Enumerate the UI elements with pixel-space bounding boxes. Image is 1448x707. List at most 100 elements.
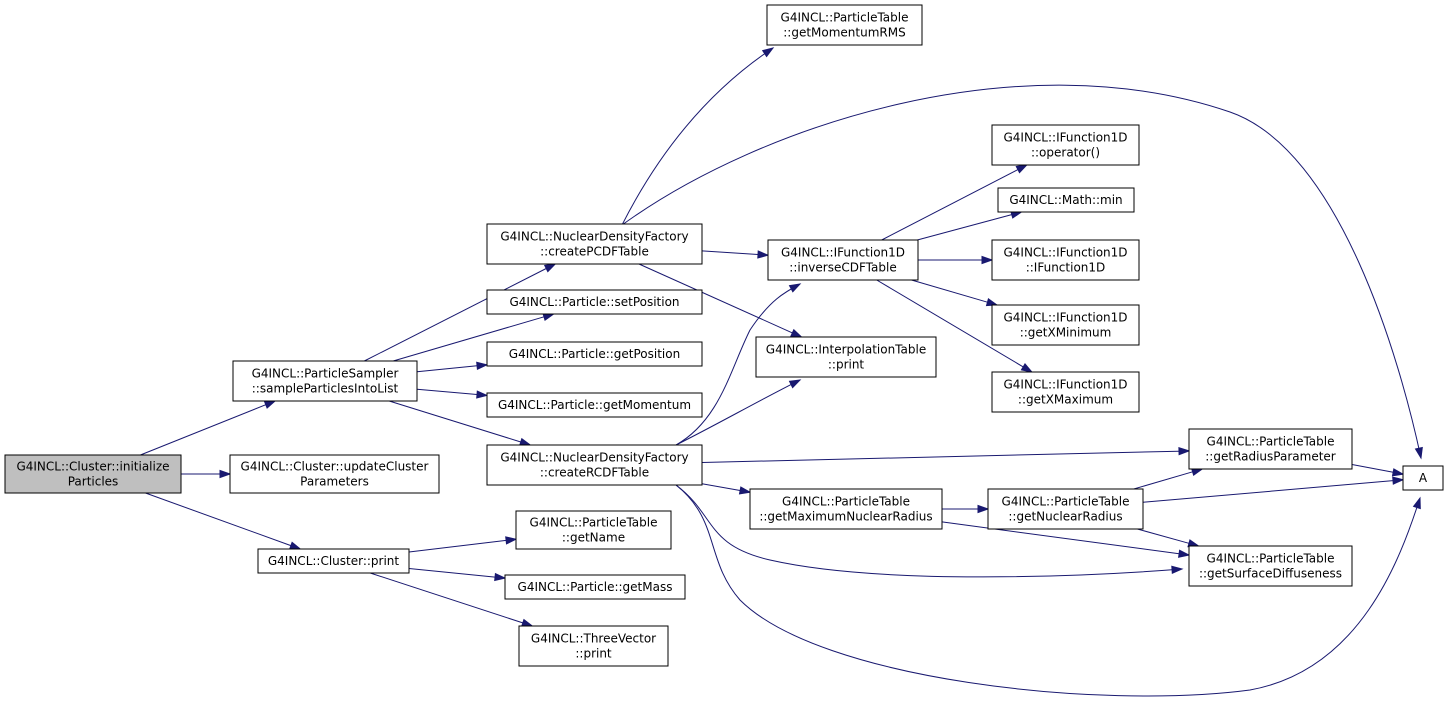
edge-arrowhead [977, 504, 990, 514]
edge-line [675, 484, 1183, 578]
edge-line [701, 483, 741, 491]
node-three-vector-print[interactable]: G4INCL::ThreeVector::print [518, 625, 669, 667]
node-particle-table-get-momentum-rms[interactable]: G4INCL::ParticleTable::getMomentumRMS [766, 4, 923, 46]
node-label-line: ::createPCDFTable [540, 245, 649, 259]
edge-line [876, 279, 1024, 368]
node-particle-table-get-name[interactable]: G4INCL::ParticleTable::getName [515, 510, 672, 550]
edge-inverse-cdf-to-get-x-min [911, 279, 999, 307]
node-particle-get-position[interactable]: G4INCL::Particle::getPosition [486, 341, 703, 367]
edge-inverse-cdf-to-get-x-max [876, 279, 1034, 373]
node-nuclear-density-factory-create-pcdf-table[interactable]: G4INCL::NuclearDensityFactory::createPCD… [486, 223, 703, 265]
edge-sampler-to-pcdf [364, 263, 557, 362]
node-box [257, 548, 410, 574]
edge-sampler-to-rcdf [389, 400, 532, 446]
node-label-line: G4INCL::Cluster::updateCluster [241, 460, 429, 474]
edge-line [701, 250, 759, 255]
node-ifunction1d-inverse-cdf-table[interactable]: G4INCL::IFunction1D::inverseCDFTable [767, 239, 919, 281]
node-interpolation-table-print[interactable]: G4INCL::InterpolationTable::print [755, 336, 937, 378]
edge-line [701, 450, 1180, 463]
edge-arrowhead [263, 400, 277, 409]
edge-arrowhead [981, 255, 994, 265]
edge-arrowhead [790, 328, 803, 338]
node-ifunction1d-get-x-minimum[interactable]: G4INCL::IFunction1D::getXMinimum [991, 304, 1140, 346]
node-box [767, 239, 919, 281]
edge-line [911, 279, 988, 303]
edge-arrowhead [1392, 476, 1405, 485]
edge-max-nuclear-radius-to-surface-diff [941, 521, 1191, 558]
node-particle-get-mass[interactable]: G4INCL::Particle::getMass [504, 574, 686, 600]
edge-arrowhead [1178, 447, 1191, 456]
node-label-line: ::print [575, 647, 612, 661]
node-label-line: G4INCL::ParticleTable [1207, 552, 1335, 566]
edge-arrowhead [1178, 549, 1191, 558]
node-box [987, 488, 1144, 530]
edge-pcdf-to-inverse-cdf [701, 250, 770, 259]
node-ifunction1d-operator[interactable]: G4INCL::IFunction1D::operator() [991, 124, 1140, 166]
edge-line [675, 484, 1421, 697]
edge-line [140, 404, 266, 456]
nodes: G4INCL::Cluster::initializeParticlesG4IN… [4, 4, 1444, 667]
edge-max-nuclear-radius-to-nuclear-radius [942, 504, 990, 514]
node-math-min[interactable]: G4INCL::Math::min [997, 187, 1135, 213]
node-particle-table-get-nuclear-radius[interactable]: G4INCL::ParticleTable::getNuclearRadius [987, 488, 1144, 530]
edge-arrowhead [494, 572, 507, 582]
node-particle-sampler-sample-particles-into-list[interactable]: G4INCL::ParticleSampler::sampleParticles… [232, 360, 418, 402]
node-particle-table-get-radius-parameter[interactable]: G4INCL::ParticleTable::getRadiusParamete… [1188, 428, 1353, 470]
node-label-line: ::getNuclearRadius [1008, 510, 1122, 524]
edge-rcdf-to-radius-param [701, 447, 1191, 463]
node-label-line: G4INCL::IFunction1D [1003, 311, 1127, 325]
edge-arrowhead [519, 437, 532, 446]
node-label-line: ::print [828, 358, 865, 372]
node-cluster-print[interactable]: G4INCL::Cluster::print [257, 548, 410, 574]
node-nuclear-density-factory-create-rcdf-table[interactable]: G4INCL::NuclearDensityFactory::createRCD… [486, 444, 703, 486]
node-box [1402, 465, 1444, 491]
edge-nuclear-radius-to-radius-param [1133, 467, 1204, 490]
edge-nuclear-radius-to-surface-diff [1137, 528, 1201, 548]
edge-rcdf-to-max-nuclear-radius [701, 483, 752, 495]
edge-line [941, 521, 1180, 555]
node-box [486, 289, 703, 315]
edge-line [675, 379, 801, 446]
edge-pcdf-to-momentum-rms [621, 47, 775, 226]
node-label-line: G4INCL::InterpolationTable [766, 343, 926, 357]
node-label-line: G4INCL::ParticleSampler [252, 367, 399, 381]
node-label-line: ::getSurfaceDiffuseness [1199, 567, 1342, 581]
node-label-line: ::getMomentumRMS [783, 26, 905, 40]
edge-arrowhead [761, 47, 775, 58]
node-box [229, 454, 440, 494]
node-particle-table-get-surface-diffuseness[interactable]: G4INCL::ParticleTable::getSurfaceDiffuse… [1188, 545, 1353, 587]
node-a[interactable]: A [1402, 465, 1444, 491]
edge-inverse-cdf-to-ifunction1d [918, 255, 994, 265]
edge-cluster-print-to-get-name [408, 536, 518, 553]
edge-arrowhead [1414, 446, 1423, 460]
node-box [997, 187, 1135, 213]
edge-sampler-to-get-momentum [416, 388, 489, 399]
edge-arrowhead [476, 361, 489, 370]
node-ifunction1d-constructor[interactable]: G4INCL::IFunction1D::IFunction1D [991, 239, 1140, 281]
node-box [232, 360, 418, 402]
node-particle-set-position[interactable]: G4INCL::Particle::setPosition [486, 289, 703, 315]
edge-cluster-initialize-to-cluster-print [145, 492, 302, 550]
node-label-line: G4INCL::Cluster::print [268, 554, 400, 568]
node-label-line: G4INCL::Particle::setPosition [509, 295, 679, 309]
node-label-line: ::IFunction1D [1026, 261, 1106, 275]
edge-line [393, 316, 545, 362]
node-label-line: G4INCL::NuclearDensityFactory [500, 451, 688, 465]
node-label-line: G4INCL::ParticleTable [782, 495, 910, 509]
node-particle-table-get-maximum-nuclear-radius[interactable]: G4INCL::ParticleTable::getMaximumNuclear… [749, 488, 943, 530]
edge-arrowhead [219, 469, 232, 479]
edge-rcdf-to-surface-diff [675, 484, 1184, 578]
node-label-line: ::getXMinimum [1020, 326, 1112, 340]
node-label-line: G4INCL::ParticleTable [781, 11, 909, 25]
edge-line [416, 365, 478, 373]
node-ifunction1d-get-x-maximum[interactable]: G4INCL::IFunction1D::getXMaximum [991, 371, 1140, 413]
node-box [766, 4, 923, 46]
node-particle-get-momentum[interactable]: G4INCL::Particle::getMomentum [486, 392, 703, 418]
node-box [749, 488, 943, 530]
edge-arrowhead [542, 312, 556, 322]
node-label-line: G4INCL::ParticleTable [530, 516, 658, 530]
edge-arrowhead [757, 250, 770, 259]
